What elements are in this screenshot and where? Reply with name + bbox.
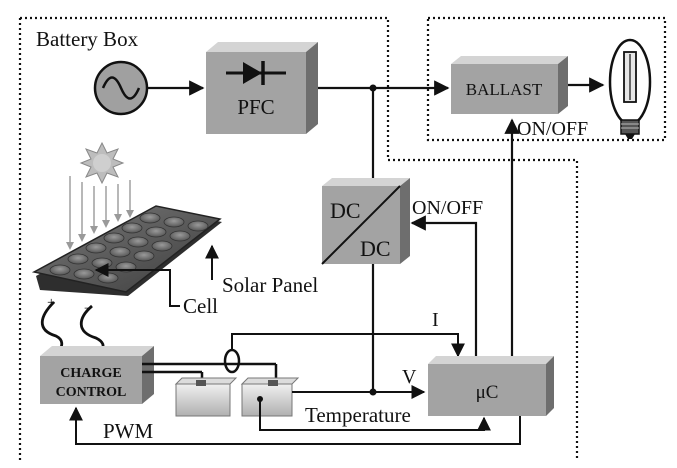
ballast-block: BALLAST (451, 56, 568, 114)
pwm-line (69, 406, 521, 445)
solar-panel-icon (31, 205, 222, 296)
dcdc-on-off-label: ON/OFF (412, 197, 483, 219)
charge-control-block: CHARGE CONTROL (40, 346, 154, 404)
ballast-label: BALLAST (466, 80, 543, 99)
cell-label: Cell (183, 294, 218, 318)
voltage-label: V (402, 366, 417, 388)
battery-box-label: Battery Box (36, 27, 139, 51)
current-label: I (432, 309, 439, 331)
ballast-on-off-label: ON/OFF (517, 118, 588, 140)
solar-panel-label: Solar Panel (222, 273, 318, 297)
microcontroller-label: μC (476, 382, 499, 403)
dcdc-block: DC DC (321, 178, 410, 265)
battery-icon (174, 377, 300, 417)
sun-icon (79, 141, 125, 185)
dc-top-label: DC (330, 198, 361, 223)
pfc-block: PFC (206, 42, 318, 134)
junction-dot-bottom (369, 388, 377, 396)
cell-pointer (94, 263, 180, 307)
current-sensor-icon (223, 348, 241, 374)
battery-box-border (18, 16, 579, 460)
pwm-label: PWM (103, 419, 154, 443)
pfc-label: PFC (237, 95, 274, 119)
uc-to-dcdc-line (410, 215, 478, 356)
ballast-enclosure (426, 16, 667, 142)
temperature-line (259, 399, 491, 431)
dc-bottom-label: DC (360, 236, 391, 261)
temperature-label: Temperature (305, 403, 411, 427)
charge-control-label-line2: CONTROL (56, 385, 127, 400)
diode-icon (226, 61, 286, 85)
charge-control-label-line1: CHARGE (60, 366, 121, 381)
ac-source-icon (93, 60, 149, 116)
current-sense-line (231, 333, 465, 358)
lamp-icon (608, 38, 652, 139)
microcontroller-block: μC (428, 356, 554, 416)
sun-rays (66, 176, 134, 250)
